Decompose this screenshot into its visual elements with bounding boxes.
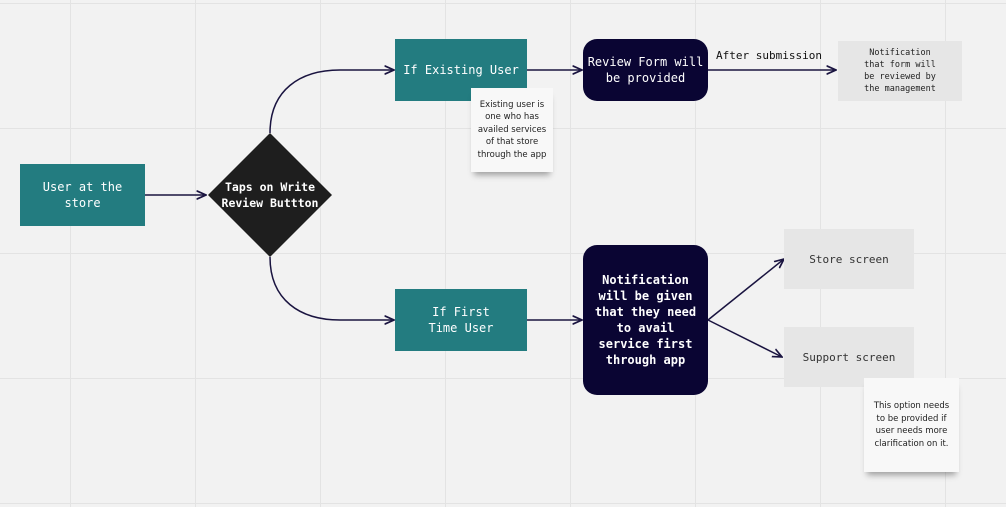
node-decision-label[interactable]: Taps on Write Review Buttton bbox=[221, 180, 319, 210]
edge-notification-to-store bbox=[707, 259, 784, 321]
note-support-option[interactable]: This option needs to be provided if user… bbox=[864, 378, 959, 472]
node-notification-reviewed[interactable]: Notification that form will be reviewed … bbox=[838, 41, 962, 101]
node-support-screen[interactable]: Support screen bbox=[784, 327, 914, 387]
node-first-time-user[interactable]: If First Time User bbox=[395, 289, 527, 351]
edge-notification-to-support bbox=[707, 319, 782, 357]
edge-decision-to-firsttime bbox=[269, 256, 394, 320]
edge-decision-to-existing bbox=[269, 70, 394, 134]
node-user-at-store[interactable]: User at the store bbox=[20, 164, 145, 226]
node-store-screen[interactable]: Store screen bbox=[784, 229, 914, 289]
decision-diamond bbox=[208, 133, 332, 257]
node-notification-avail[interactable]: Notification will be given that they nee… bbox=[583, 245, 708, 395]
node-review-form[interactable]: Review Form will be provided bbox=[583, 39, 708, 101]
edge-label-after-submission: After submission bbox=[716, 49, 822, 62]
note-existing-user[interactable]: Existing user is one who has availed ser… bbox=[471, 88, 553, 172]
